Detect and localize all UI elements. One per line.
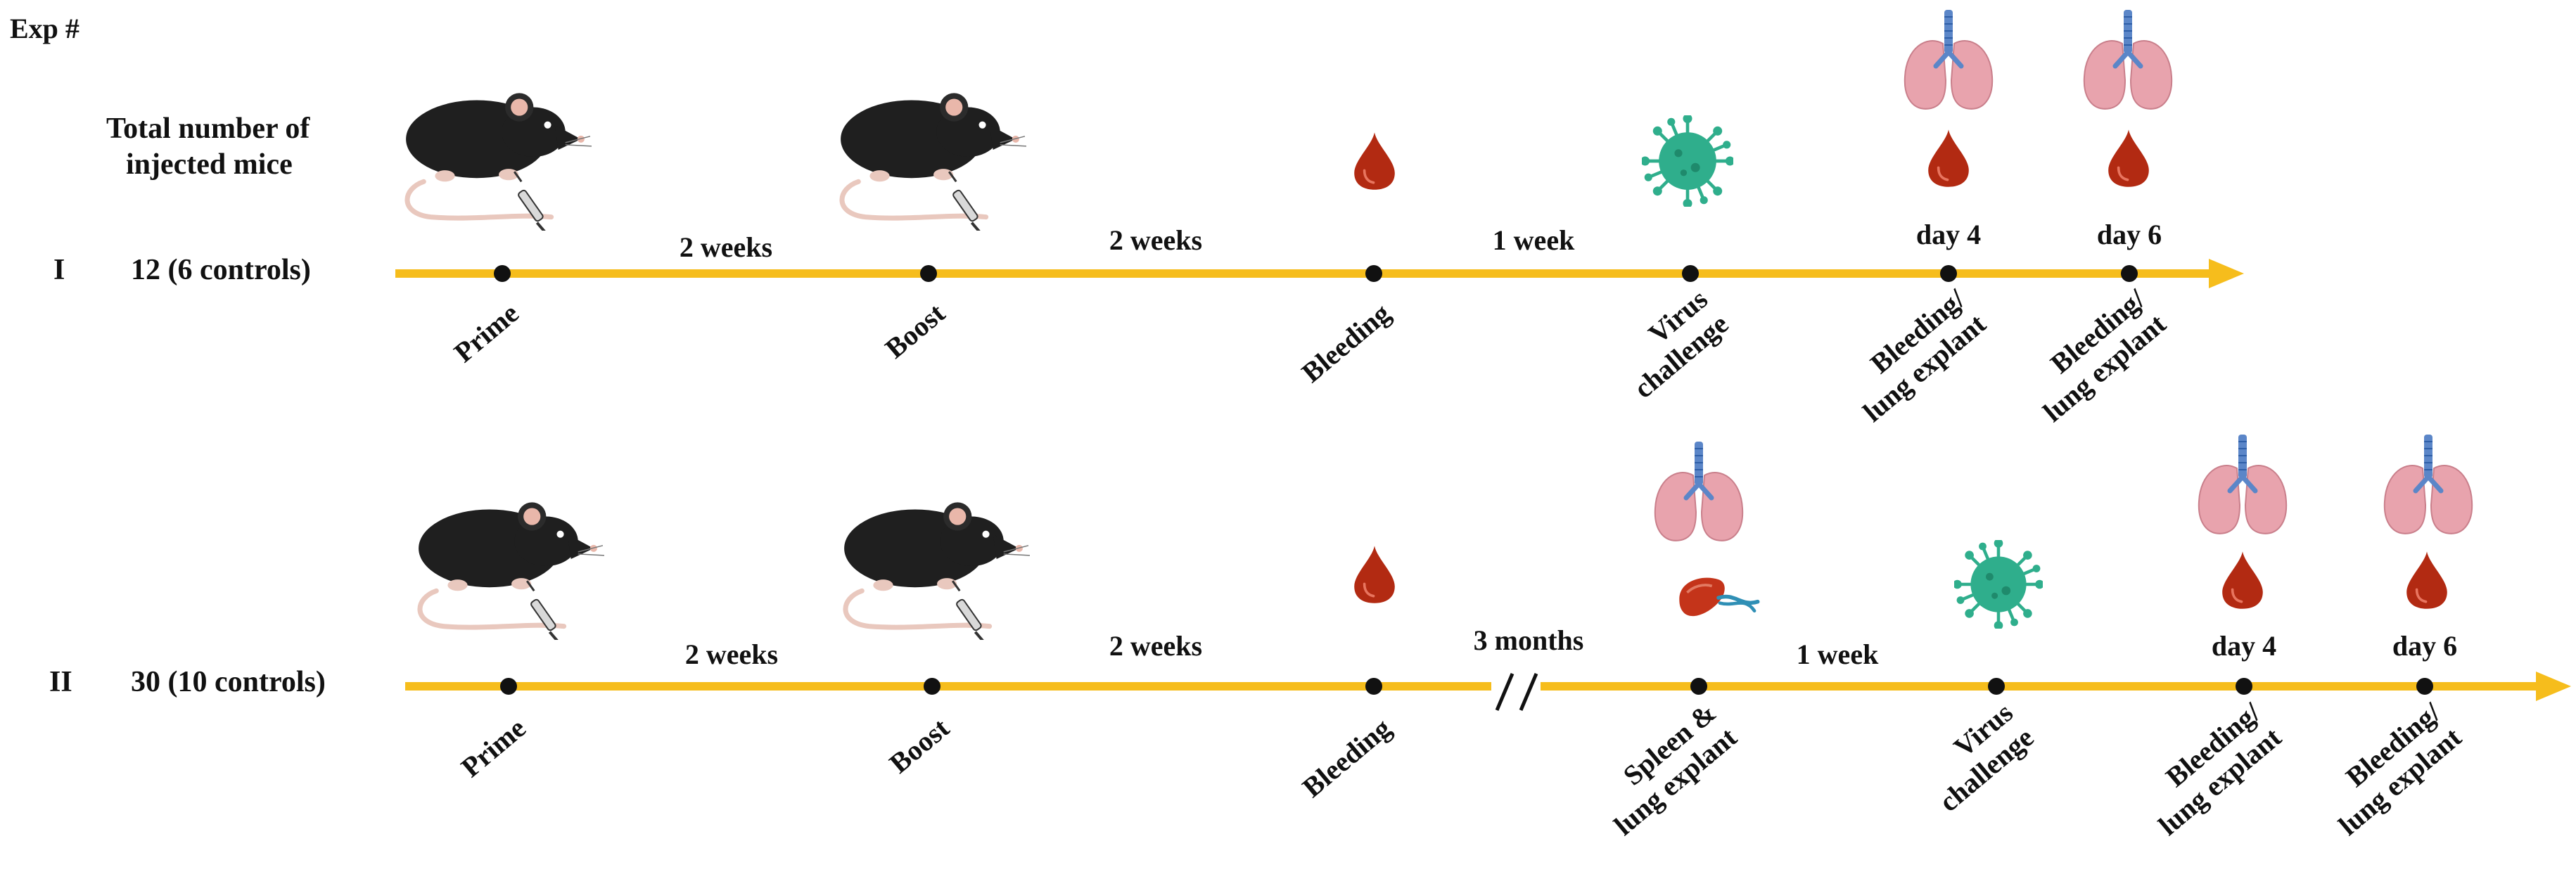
timepoint-label: Bleeding/lung explant xyxy=(2312,696,2468,842)
timepoint-label: Boost xyxy=(884,712,956,779)
blood-drop-icon xyxy=(1927,128,1970,188)
timepoint-label: Bleeding/lung explant xyxy=(2016,283,2172,428)
day-label: day 4 xyxy=(1916,219,1981,250)
interval-label: 2 weeks xyxy=(1109,224,1202,256)
timepoint-label: Spleen &lung explant xyxy=(1587,696,1743,842)
experiment-id: II xyxy=(49,666,72,698)
spleen-icon xyxy=(1679,578,1757,616)
timepoint-dot xyxy=(494,265,511,282)
timepoint-dot xyxy=(1365,678,1382,695)
timepoint-label: Prime xyxy=(448,297,525,368)
lungs-icon xyxy=(2385,435,2472,534)
timepoint-dot xyxy=(2416,678,2433,695)
timepoint-label: Bleeding xyxy=(1296,297,1396,388)
interval-label: 2 weeks xyxy=(680,231,772,263)
total-mice-label-line2: injected mice xyxy=(126,148,293,181)
lungs-icon xyxy=(2199,435,2286,534)
timepoint-label: Prime xyxy=(455,712,532,783)
timepoint-dot xyxy=(2236,678,2252,695)
timepoint-dot xyxy=(1940,265,1957,282)
lungs-icon xyxy=(2084,10,2172,109)
mouse-syringe-icon xyxy=(406,93,592,232)
interval-label: 2 weeks xyxy=(685,638,778,670)
blood-drop-icon xyxy=(1353,544,1396,605)
exp-number-label: Exp # xyxy=(10,13,79,44)
timepoint-dot xyxy=(500,678,517,695)
timepoint-label: Bleeding xyxy=(1296,712,1397,803)
mice-count: 12 (6 controls) xyxy=(131,254,311,286)
timepoint-label: Bleeding/lung explant xyxy=(2131,696,2288,842)
day-label: day 6 xyxy=(2097,219,2162,250)
timepoint-dot xyxy=(1690,678,1707,695)
day-label: day 4 xyxy=(2212,630,2276,662)
experiment-id: I xyxy=(53,254,65,286)
virus-icon xyxy=(1953,539,2044,630)
blood-drop-icon xyxy=(2405,550,2449,610)
timeline-arrowhead xyxy=(2536,672,2571,701)
mouse-syringe-icon xyxy=(844,502,1030,641)
timepoint-dot xyxy=(1988,678,2005,695)
timepoint-label: Boost xyxy=(879,297,952,364)
interval-label: 3 months xyxy=(1474,624,1584,656)
mice-count: 30 (10 controls) xyxy=(131,666,326,698)
timepoint-dot xyxy=(1365,265,1382,282)
blood-drop-icon xyxy=(1353,131,1396,191)
timepoint-dot xyxy=(1682,265,1699,282)
timepoint-label: Viruschallenge xyxy=(1912,696,2039,818)
day-label: day 6 xyxy=(2392,630,2457,662)
total-mice-label-line1: Total number of xyxy=(106,113,310,145)
timepoint-dot xyxy=(2121,265,2138,282)
timeline-arrowhead xyxy=(2209,259,2244,288)
lungs-icon xyxy=(1655,442,1742,541)
blood-drop-icon xyxy=(2221,550,2264,610)
mouse-syringe-icon xyxy=(841,93,1026,232)
virus-icon xyxy=(1640,114,1735,208)
blood-drop-icon xyxy=(2107,128,2150,188)
timepoint-dot xyxy=(920,265,937,282)
interval-label: 2 weeks xyxy=(1109,630,1202,662)
mouse-syringe-icon xyxy=(419,502,604,641)
timepoint-label: Bleeding/lung explant xyxy=(1836,283,1992,428)
timepoint-label: Viruschallenge xyxy=(1607,283,1734,404)
lungs-icon xyxy=(1905,10,1992,109)
experiment-row-I: I 12 (6 controls) 2 weeks 2 weeks 1 week… xyxy=(53,10,2244,428)
experiment-row-II: II 30 (10 controls) 2 weeks 2 weeks 3 mo… xyxy=(49,435,2571,842)
interval-label: 1 week xyxy=(1797,638,1879,670)
interval-label: 1 week xyxy=(1493,224,1575,256)
timeline-break-mark xyxy=(1495,673,1538,711)
timepoint-dot xyxy=(924,678,941,695)
